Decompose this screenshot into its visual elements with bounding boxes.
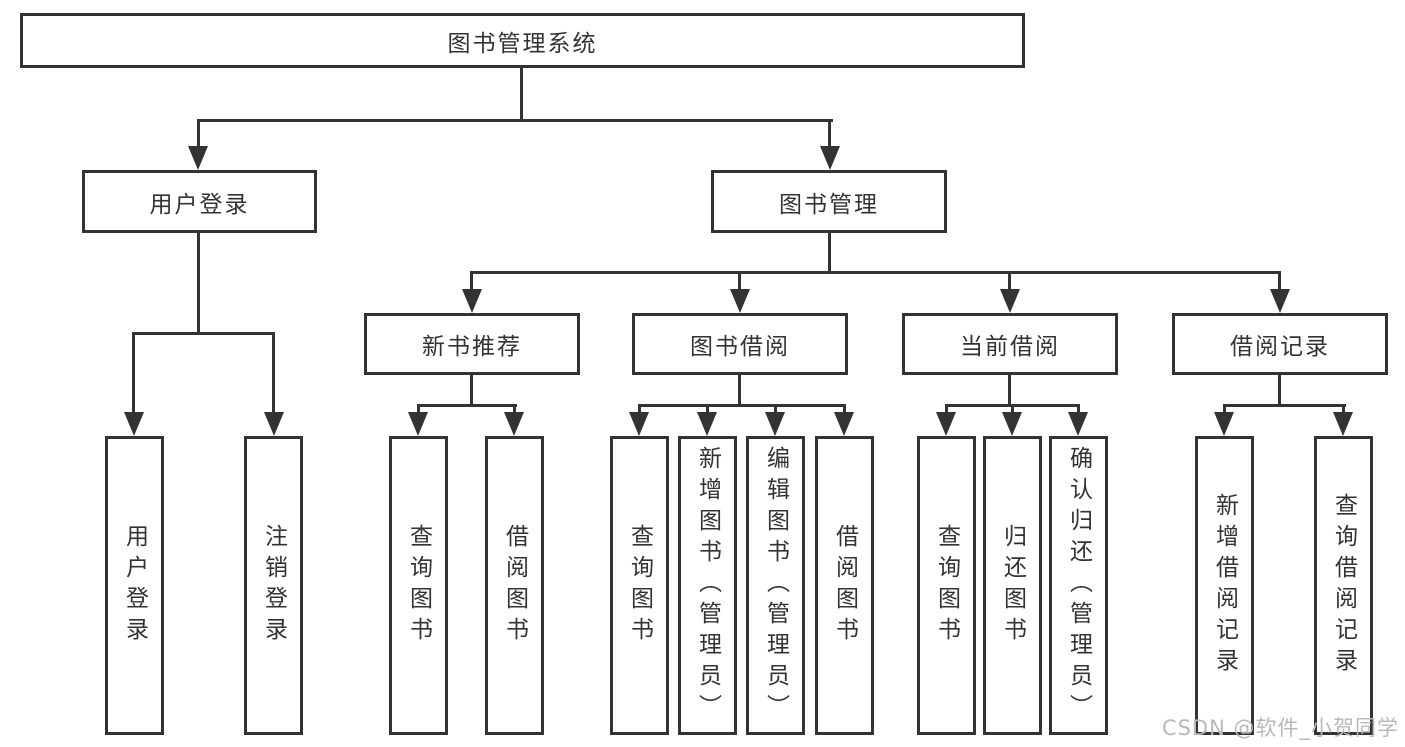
- node-book-mgmt-branch: 图书管理: [711, 170, 947, 233]
- connector-line: [132, 332, 135, 415]
- node-leaf-newbook-borrow: 借阅图书: [485, 436, 544, 735]
- node-current-borrow: 当前借阅: [902, 313, 1118, 375]
- arrow-down-icon: [264, 412, 284, 436]
- arrow-down-icon: [1002, 412, 1022, 436]
- arrow-down-icon: [820, 146, 840, 170]
- connector-line: [520, 66, 523, 122]
- node-leaf-edit-book-admin: 编辑图书（管理员）: [746, 436, 805, 735]
- node-user-login-branch: 用户登录: [82, 170, 317, 233]
- arrow-down-icon: [188, 146, 208, 170]
- connector-line: [945, 404, 948, 414]
- node-leaf-borrow-book: 借阅图书: [815, 436, 874, 735]
- node-borrow-records: 借阅记录: [1172, 313, 1388, 375]
- connector-line: [738, 271, 741, 293]
- connector-line: [132, 332, 275, 335]
- connector-line: [197, 119, 200, 149]
- connector-line: [638, 404, 846, 407]
- connector-line: [1342, 404, 1345, 414]
- node-leaf-newbook-query: 查询图书: [389, 436, 448, 735]
- node-leaf-logout: 注销登录: [244, 436, 303, 735]
- arrow-down-icon: [504, 412, 524, 436]
- connector-line: [828, 233, 831, 274]
- node-leaf-user-login: 用户登录: [105, 436, 164, 735]
- arrow-down-icon: [629, 412, 649, 436]
- node-leaf-add-borrow-record: 新增借阅记录: [1195, 436, 1254, 735]
- node-book-borrow: 图书借阅: [632, 313, 848, 375]
- arrow-down-icon: [1333, 412, 1353, 436]
- connector-line: [1008, 375, 1011, 407]
- connector-line: [470, 375, 473, 407]
- node-new-book-rec: 新书推荐: [364, 313, 580, 375]
- node-leaf-return-book: 归还图书: [983, 436, 1042, 735]
- connector-line: [828, 119, 831, 149]
- connector-line: [417, 404, 517, 407]
- node-leaf-current-query: 查询图书: [917, 436, 976, 735]
- connector-line: [1008, 271, 1011, 293]
- connector-line: [706, 404, 709, 414]
- arrow-down-icon: [408, 412, 428, 436]
- arrow-down-icon: [730, 289, 750, 313]
- connector-line: [1011, 404, 1014, 414]
- connector-line: [470, 271, 1281, 274]
- connector-line: [1278, 271, 1281, 293]
- connector-line: [197, 233, 200, 335]
- arrow-down-icon: [936, 412, 956, 436]
- connector-line: [470, 271, 473, 293]
- arrow-down-icon: [1000, 289, 1020, 313]
- arrow-down-icon: [834, 412, 854, 436]
- arrow-down-icon: [697, 412, 717, 436]
- connector-line: [1278, 375, 1281, 407]
- node-root: 图书管理系统: [20, 13, 1025, 68]
- connector-line: [513, 404, 516, 414]
- csdn-watermark: CSDN @软件_小贺同学: [1161, 716, 1399, 740]
- arrow-down-icon: [124, 412, 144, 436]
- node-leaf-confirm-return-admin: 确认归还（管理员）: [1049, 436, 1108, 735]
- arrow-down-icon: [1270, 289, 1290, 313]
- arrow-down-icon: [462, 289, 482, 313]
- connector-line: [272, 332, 275, 415]
- arrow-down-icon: [1214, 412, 1234, 436]
- node-leaf-add-book-admin: 新增图书（管理员）: [678, 436, 737, 735]
- connector-line: [1077, 404, 1080, 414]
- connector-line: [774, 404, 777, 414]
- arrow-down-icon: [1068, 412, 1088, 436]
- connector-line: [738, 375, 741, 407]
- connector-line: [417, 404, 420, 414]
- node-leaf-borrow-query: 查询图书: [610, 436, 669, 735]
- arrow-down-icon: [765, 412, 785, 436]
- connector-line: [1223, 404, 1346, 407]
- connector-line: [1223, 404, 1226, 414]
- connector-line: [843, 404, 846, 414]
- connector-line: [197, 119, 833, 122]
- connector-line: [638, 404, 641, 414]
- node-leaf-query-borrow-record: 查询借阅记录: [1314, 436, 1373, 735]
